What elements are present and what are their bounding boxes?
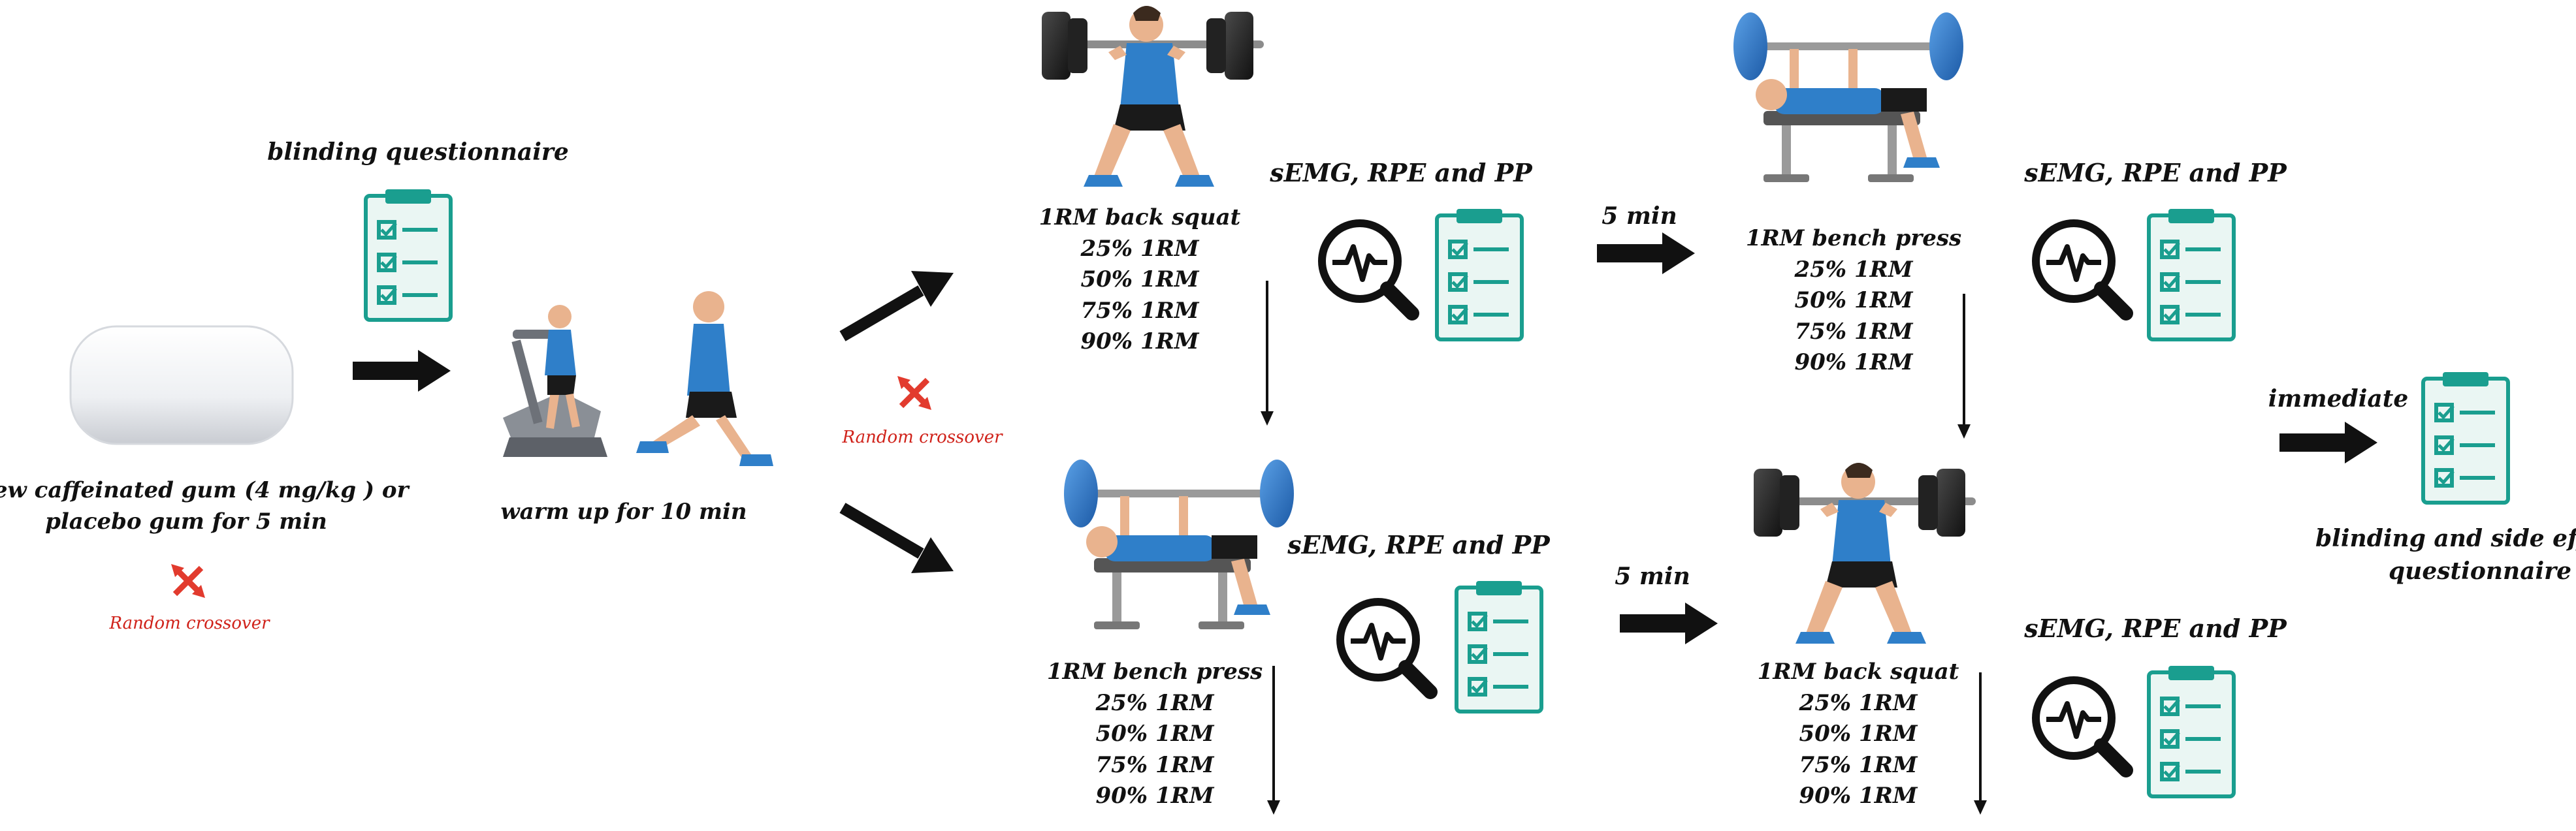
- squat-icon: [1042, 6, 1264, 187]
- arrow-right: [2279, 422, 2377, 463]
- bench-press-icon: [1733, 12, 1963, 182]
- arrow-right: [353, 350, 451, 392]
- squat-icon: [1754, 463, 1976, 644]
- upper-exercise1: 1RM back squat 25% 1RM 50% 1RM 75% 1RM 9…: [1039, 202, 1241, 358]
- measures-label: sEMG, RPE and PP: [1287, 530, 1550, 559]
- red-cross-icon: [897, 376, 931, 410]
- lower-exercise1: 1RM bench press 25% 1RM 50% 1RM 75% 1RM …: [1047, 657, 1263, 812]
- clipboard-icon: [2149, 666, 2234, 796]
- load-label: 90% 1RM: [1799, 783, 1918, 809]
- load-label: 25% 1RM: [1799, 689, 1918, 716]
- thin-arrow-down: [1957, 294, 1971, 439]
- load-label: 75% 1RM: [1080, 297, 1199, 324]
- lower-exercise2: 1RM back squat 25% 1RM 50% 1RM 75% 1RM 9…: [1758, 657, 1959, 812]
- load-label: 50% 1RM: [1794, 287, 1913, 314]
- rest-label: 5 min: [1602, 202, 1677, 230]
- load-label: 25% 1RM: [1080, 235, 1199, 262]
- thin-arrow-down: [1974, 672, 1987, 815]
- warmup-label: warm up for 10 min: [500, 499, 747, 525]
- blinding-questionnaire-label: blinding questionnaire: [267, 138, 569, 166]
- load-label: 75% 1RM: [1799, 751, 1918, 778]
- thin-arrow-down: [1267, 666, 1280, 815]
- arrow-down-right: [839, 503, 954, 573]
- exercise-title: 1RM back squat: [1757, 659, 1959, 685]
- exercise-title: 1RM bench press: [1745, 225, 1962, 251]
- thin-arrow-down: [1261, 281, 1274, 426]
- measures-label: sEMG, RPE and PP: [2024, 158, 2287, 187]
- magnifier-emg-icon: [1340, 602, 1430, 692]
- final-caption: blinding and side eff questionnaire: [2315, 522, 2576, 588]
- clipboard-icon: [2149, 209, 2234, 339]
- immediate-label: immediate: [2268, 385, 2409, 413]
- gum-caption-line1: chew caffeinated gum (4 mg/kg ) or: [0, 477, 409, 503]
- upper-exercise2: 1RM bench press 25% 1RM 50% 1RM 75% 1RM …: [1746, 223, 1961, 379]
- exercise-title: 1RM back squat: [1038, 204, 1241, 230]
- load-label: 50% 1RM: [1095, 721, 1214, 747]
- clipboard-icon: [366, 189, 451, 320]
- load-label: 90% 1RM: [1080, 328, 1199, 355]
- magnifier-emg-icon: [2036, 680, 2126, 770]
- clipboard-icon: [1437, 209, 1522, 339]
- lunge-icon: [636, 291, 773, 466]
- load-label: 75% 1RM: [1794, 318, 1913, 345]
- measures-label: sEMG, RPE and PP: [1270, 158, 1532, 187]
- exercise-title: 1RM bench press: [1046, 659, 1263, 685]
- load-label: 75% 1RM: [1095, 751, 1214, 778]
- arrow-right: [1620, 603, 1718, 644]
- arrow-up-right: [839, 271, 954, 341]
- load-label: 50% 1RM: [1080, 266, 1199, 293]
- final-caption-line1: blinding and side eff: [2315, 525, 2576, 552]
- gum-caption-line2: placebo gum for 5 min: [45, 508, 327, 535]
- load-label: 90% 1RM: [1794, 349, 1913, 376]
- red-cross-icon: [171, 564, 205, 598]
- gum-icon: [69, 325, 294, 445]
- final-caption-line2: questionnaire: [2389, 557, 2572, 586]
- magnifier-emg-icon: [2036, 223, 2126, 313]
- load-label: 50% 1RM: [1799, 721, 1918, 747]
- rest-label: 5 min: [1615, 563, 1690, 590]
- load-label: 90% 1RM: [1095, 783, 1214, 809]
- clipboard-icon: [1457, 581, 1541, 712]
- random-crossover-label: Random crossover: [109, 614, 270, 633]
- clipboard-icon: [2423, 372, 2508, 503]
- bench-press-icon: [1064, 460, 1294, 629]
- load-label: 25% 1RM: [1794, 256, 1913, 283]
- load-label: 25% 1RM: [1095, 689, 1214, 716]
- stepper-icon: [503, 305, 607, 457]
- arrow-right: [1597, 232, 1695, 274]
- measures-label: sEMG, RPE and PP: [2024, 614, 2287, 643]
- random-crossover-label: Random crossover: [842, 428, 1003, 447]
- gum-caption: chew caffeinated gum (4 mg/kg ) or place…: [0, 475, 409, 537]
- magnifier-emg-icon: [1322, 223, 1412, 313]
